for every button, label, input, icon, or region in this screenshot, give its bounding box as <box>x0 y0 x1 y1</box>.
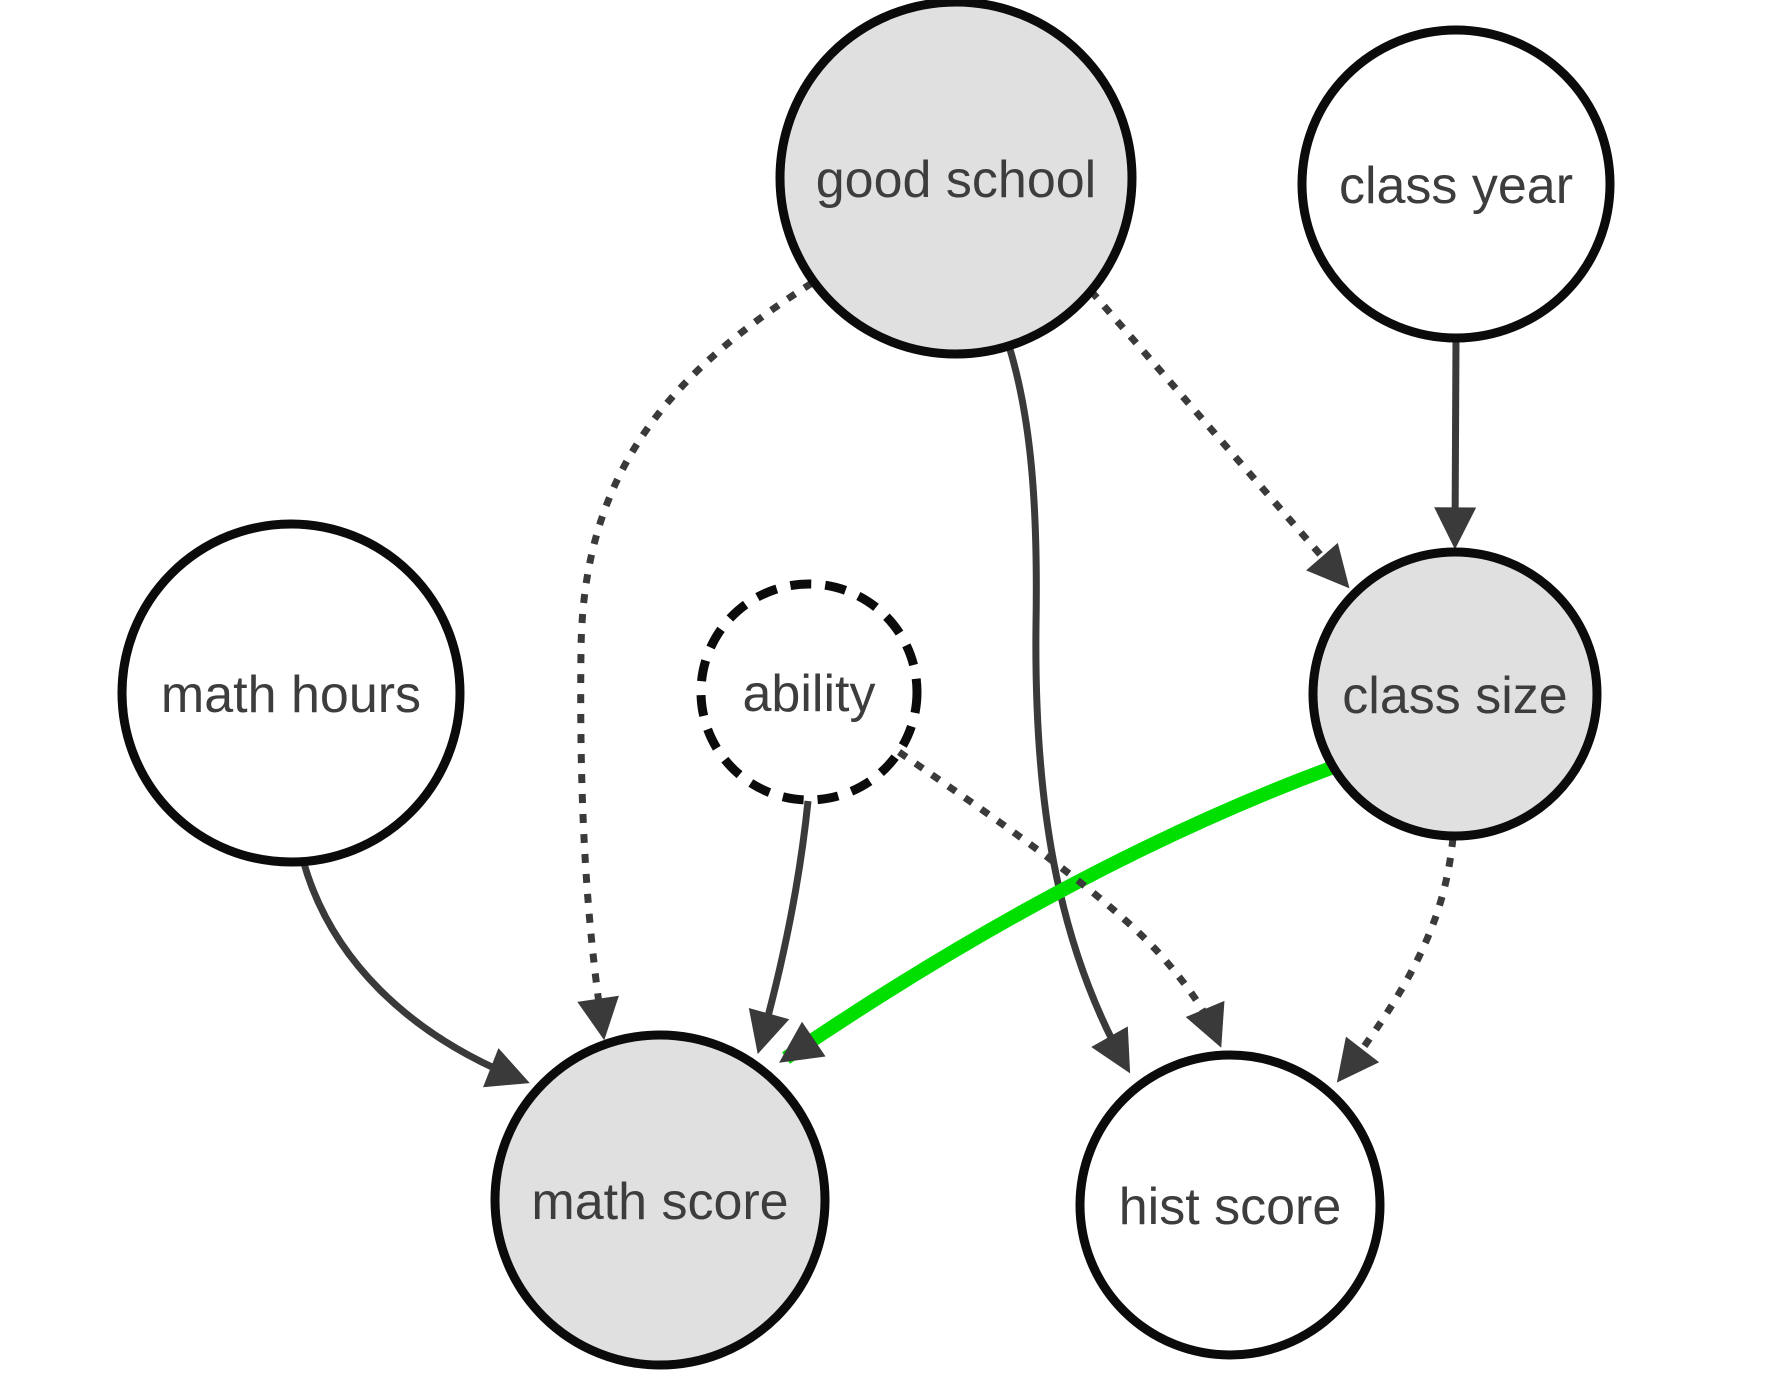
node-class-size-circle <box>1308 547 1602 841</box>
node-class-year: class year <box>1297 25 1615 343</box>
node-math-score-label: math score <box>531 1173 788 1231</box>
node-class-size: class size <box>1308 547 1602 841</box>
edge-class-size-to-math-score-highlighted <box>779 761 1334 1064</box>
edge-class-size-to-hist-score <box>1336 837 1457 1083</box>
node-hist-score: hist score <box>1075 1050 1385 1360</box>
edge-ability-to-hist-score <box>897 749 1225 1048</box>
node-ability: ability <box>696 579 922 805</box>
node-good-school-label: good school <box>816 151 1096 209</box>
node-math-hours-label: math hours <box>161 666 421 724</box>
edge-good-school-to-math-score <box>577 280 814 1041</box>
node-hist-score-circle <box>1075 1050 1385 1360</box>
node-math-score: math score <box>490 1030 830 1370</box>
node-class-year-circle <box>1297 25 1615 343</box>
edge-good-school-to-hist-score <box>1005 344 1131 1074</box>
node-math-hours-circle <box>117 519 465 867</box>
edge-good-school-to-class-size <box>1088 288 1350 589</box>
node-math-score-circle <box>490 1030 830 1370</box>
edge-ability-to-math-score <box>748 800 812 1055</box>
node-good-school: good school <box>775 0 1137 359</box>
node-hist-score-label: hist score <box>1119 1178 1342 1236</box>
node-math-hours: math hours <box>117 519 465 867</box>
node-class-year-label: class year <box>1339 157 1573 215</box>
node-good-school-circle <box>775 0 1137 359</box>
edge-layer <box>299 280 1477 1088</box>
edge-class-year-to-class-size <box>1434 337 1477 550</box>
node-ability-circle <box>696 579 922 805</box>
node-ability-label: ability <box>743 665 876 723</box>
edge-math-hours-to-math-score <box>299 859 530 1088</box>
node-class-size-label: class size <box>1342 667 1567 725</box>
